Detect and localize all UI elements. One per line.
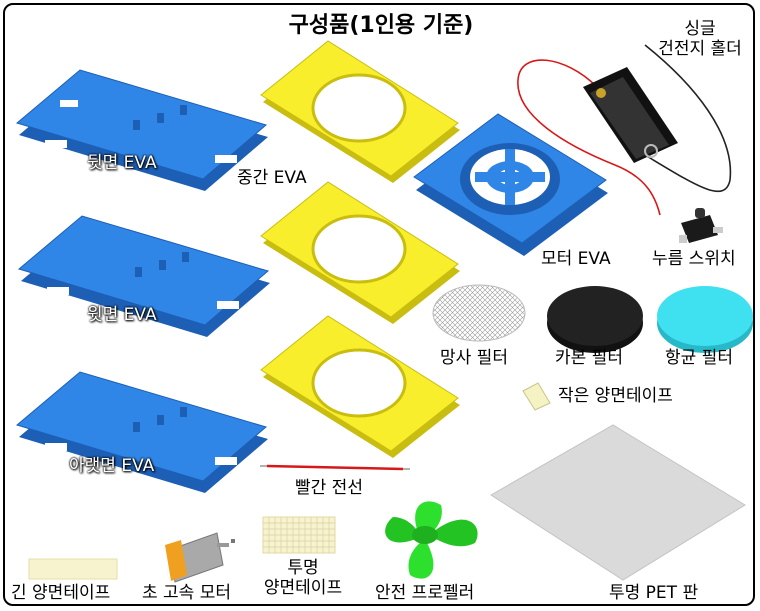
components-panel: 구성품(1인용 기준): [3, 3, 755, 606]
push-switch-icon: [679, 208, 723, 243]
clear-tape-label-line2: 양면테이프: [263, 578, 343, 599]
pet-plate-label: 투명 PET 판: [609, 583, 699, 603]
back-eva-label: 뒷면 EVA: [87, 153, 157, 173]
back-eva-plate-icon: [15, 69, 268, 191]
clear-tape-label: 투명 양면테이프: [253, 558, 353, 599]
middle-eva-ring-icon-2: [260, 181, 460, 324]
propeller-label: 안전 프로펠러: [375, 583, 475, 603]
middle-eva-ring-icon-1: [260, 40, 460, 183]
carbon-filter-icon: [547, 286, 643, 353]
mesh-filter-icon: [432, 284, 526, 342]
carbon-filter-label: 카본 필터: [555, 348, 623, 368]
battery-holder-label: 싱글 건전지 홀더: [645, 19, 753, 60]
middle-eva-label: 중간 EVA: [237, 168, 307, 188]
battery-holder-label-line1: 싱글: [684, 19, 716, 39]
mesh-filter-label: 망사 필터: [440, 348, 508, 368]
top-eva-plate-icon: [17, 215, 270, 337]
pet-sheet-icon: [490, 424, 746, 581]
fast-motor-label: 초 고속 모터: [142, 583, 232, 603]
red-wire-icon: [260, 464, 410, 471]
push-switch-label: 누름 스위치: [652, 249, 736, 269]
small-tape-icon: [522, 382, 551, 411]
long-tape-icon: [28, 558, 118, 580]
bottom-eva-plate-icon: [15, 371, 268, 493]
clear-tape-sheet-icon: [262, 516, 336, 554]
red-wire-label: 빨간 전선: [295, 478, 363, 498]
components-illustration: [15, 40, 753, 583]
antibacterial-filter-icon: [657, 286, 753, 353]
top-eva-label: 윗면 EVA: [87, 305, 157, 325]
bottom-eva-label: 아랫면 EVA: [69, 456, 155, 476]
propeller-icon: [385, 501, 478, 579]
motor-eva-label: 모터 EVA: [541, 249, 611, 269]
long-tape-label: 긴 양면테이프: [11, 583, 111, 603]
dc-motor-icon: [165, 532, 235, 583]
small-tape-label: 작은 양면테이프: [558, 386, 673, 406]
middle-eva-ring-icon-3: [260, 315, 460, 458]
clear-tape-label-line1: 투명: [287, 558, 319, 578]
motor-eva-icon: [413, 113, 608, 256]
battery-holder-icon: [517, 44, 732, 216]
page-title: 구성품(1인용 기준): [288, 13, 474, 38]
antibacterial-filter-label: 항균 필터: [665, 348, 733, 368]
battery-holder-label-line2: 건전지 홀더: [658, 39, 742, 60]
